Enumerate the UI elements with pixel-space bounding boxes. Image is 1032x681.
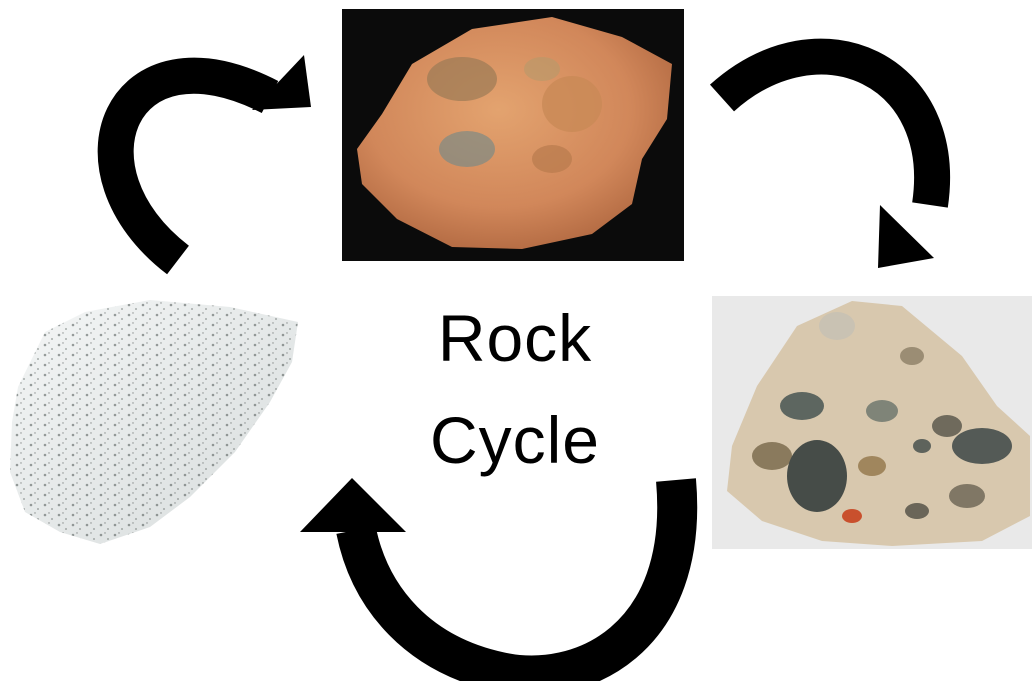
diagram-title-line-1: Rock [380,305,650,371]
arrow-left-to-top [116,55,311,260]
arrow-top-to-right [722,57,934,268]
arrow-right-to-left [300,478,677,675]
diagram-title-line-2: Cycle [380,407,650,473]
